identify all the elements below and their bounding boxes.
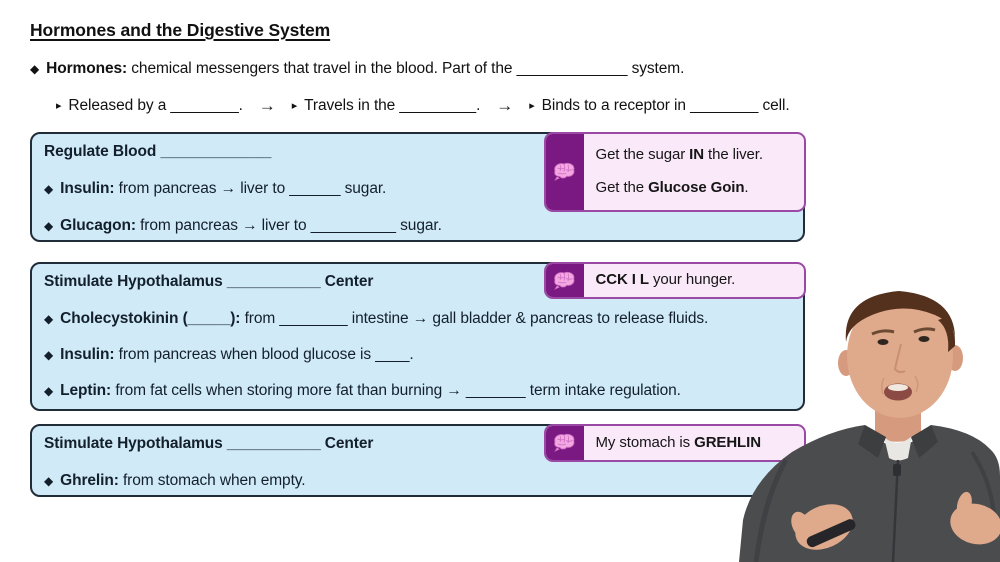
callout-line: Get the Glucose Goin.: [596, 178, 763, 198]
callout-text: Get the: [595, 179, 649, 196]
callout-text: .: [744, 179, 749, 196]
intro-line: ◆ Hormones: chemical messengers that trav…: [30, 60, 684, 78]
callout-text: the liver.: [703, 146, 763, 163]
bullet-rest: from pancreas when blood glucose is ____…: [114, 346, 414, 363]
hormone-steps-line: ▸ Released by a ________. → ▸ Travels in t…: [56, 95, 790, 115]
memory-tip-callout: CCK I L your hunger.: [543, 261, 806, 299]
callout-line: My stomach is GREHLIN: [595, 433, 762, 453]
bullet-rest: from pancreas → liver to ______ sugar.: [114, 180, 387, 197]
bullet-lead: Insulin:: [60, 180, 115, 197]
bullet-rest: from pancreas → liver to __________ suga…: [135, 217, 442, 234]
arrow-icon: →: [258, 96, 276, 115]
bullet-cholecystokinin: ◆ Cholecystokinin (_____): from ________ …: [44, 310, 708, 328]
step-travels: ▸ Travels in the _________.: [292, 97, 481, 115]
diamond-bullet-icon: ◆: [44, 474, 54, 488]
bullet-glucagon: ◆ Glucagon: from pancreas → liver to ____…: [44, 217, 442, 235]
triangle-bullet-icon: ▸: [56, 100, 62, 112]
intro-rest: chemical messengers that travel in the b…: [127, 60, 685, 77]
bullet-leptin: ◆ Leptin: from fat cells when storing mor…: [44, 382, 681, 400]
callout-line: Get the sugar IN the liver.: [595, 145, 764, 165]
bullet-ghrelin: ◆ Ghrelin: from stomach when empty.: [44, 472, 306, 490]
bullet-rest: from fat cells when storing more fat tha…: [111, 382, 681, 399]
page-title: Hormones and the Digestive System: [30, 20, 331, 40]
brain-icon: [554, 433, 575, 452]
brain-icon-block: [545, 263, 584, 297]
callout-bold-text: IN: [689, 146, 704, 163]
callout-text: Get the sugar: [595, 146, 690, 163]
callout-text: your hunger.: [648, 271, 736, 288]
brain-icon-block: [545, 425, 584, 460]
arrow-icon: →: [496, 96, 514, 115]
bullet-insulin-2: ◆ Insulin: from pancreas when blood gluco…: [44, 346, 414, 364]
callout-bold-text: GREHLIN: [694, 433, 761, 451]
bullet-rest: from stomach when empty.: [118, 472, 306, 489]
box-header: Stimulate Hypothalamus ___________ Cente…: [44, 273, 374, 290]
box-hypothalamus-hunger: Stimulate Hypothalamus ___________ Cente…: [30, 423, 806, 497]
brain-icon: [554, 162, 575, 181]
presenter-photo: [739, 291, 1000, 562]
box-header: Stimulate Hypothalamus ___________ Cente…: [44, 435, 374, 452]
step-travels-text: Travels in the _________.: [304, 97, 481, 114]
diamond-bullet-icon: ◆: [44, 348, 54, 362]
box-header: Regulate Blood _____________: [44, 143, 272, 160]
bullet-rest: from ________ intestine → gall bladder &…: [240, 310, 709, 327]
diamond-bullet-icon: ◆: [44, 219, 54, 233]
callout-text: My stomach is: [595, 433, 695, 451]
step-binds: ▸ Binds to a receptor in ________ cell.: [529, 97, 789, 115]
callout-bold-text: Glucose Goin: [648, 179, 745, 196]
brain-icon-block: [545, 133, 584, 210]
triangle-bullet-icon: ▸: [291, 100, 298, 112]
box-hypothalamus-satiety: Stimulate Hypothalamus ___________ Cente…: [30, 261, 806, 411]
step-binds-text: Binds to a receptor in ________ cell.: [541, 97, 790, 114]
bullet-lead: Ghrelin:: [60, 472, 119, 489]
step-released: ▸ Released by a ________.: [56, 97, 243, 115]
memory-tip-callout: My stomach is GREHLIN: [543, 423, 806, 462]
diamond-bullet-icon: ◆: [44, 182, 54, 196]
bullet-lead: Cholecystokinin (_____):: [60, 310, 241, 327]
diamond-bullet-icon: ◆: [30, 62, 40, 76]
callout-bold-text: CCK I L: [595, 271, 650, 288]
bullet-lead: Insulin:: [60, 346, 115, 363]
intro-lead: Hormones:: [46, 60, 128, 77]
bullet-insulin: ◆ Insulin: from pancreas → liver to _____…: [44, 180, 386, 198]
box-regulate-blood-sugar: Regulate Blood _____________ ◆ Insulin: f…: [30, 131, 806, 242]
diamond-bullet-icon: ◆: [44, 384, 54, 398]
step-released-text: Released by a ________.: [68, 97, 243, 114]
triangle-bullet-icon: ▸: [529, 100, 535, 112]
diamond-bullet-icon: ◆: [44, 312, 54, 326]
bullet-lead: Glucagon:: [60, 217, 136, 234]
brain-icon: [554, 271, 575, 290]
bullet-lead: Leptin:: [60, 382, 112, 399]
callout-line: CCK I L your hunger.: [596, 270, 736, 290]
memory-tip-callout: Get the sugar IN the liver. Get the Gluc…: [543, 131, 806, 212]
